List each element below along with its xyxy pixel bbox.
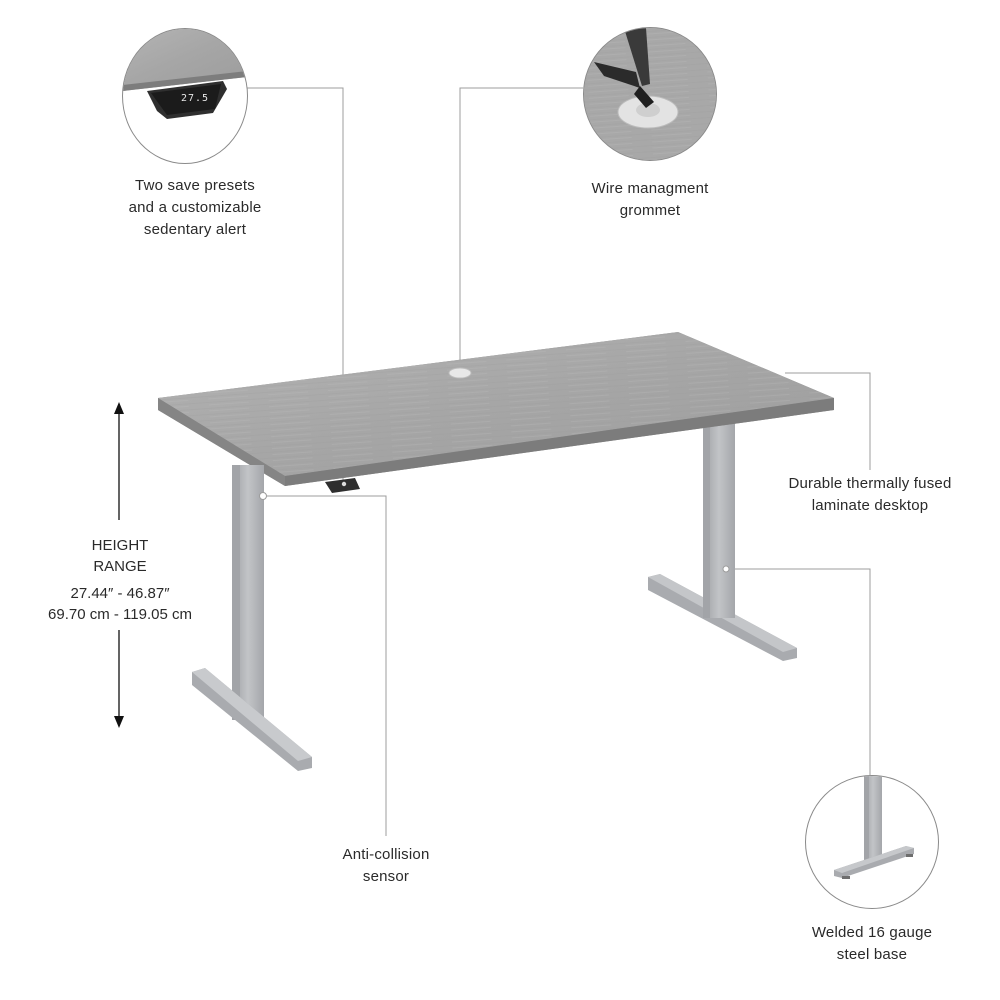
presets-label: Two save presets and a customizable sede… xyxy=(128,177,262,238)
desktop xyxy=(158,332,834,493)
right-leg xyxy=(648,418,797,661)
leader-lines xyxy=(246,87,871,836)
preset-display-readout: 27.5 xyxy=(181,93,210,104)
sensor-label: Anti-collision sensor xyxy=(342,846,430,885)
leader-base xyxy=(728,568,871,775)
presets-callout-image: 27.5 xyxy=(122,28,248,164)
laminate-label: Durable thermally fused laminate desktop xyxy=(788,475,952,514)
grommet-label: Wire managment grommet xyxy=(591,180,709,219)
height-range-title: HEIGHT RANGE xyxy=(91,537,149,575)
height-range-cm: 69.70 cm - 119.05 cm xyxy=(48,606,192,623)
height-range-arrow xyxy=(114,402,124,728)
height-range-inches: 27.44″ - 46.87″ xyxy=(70,585,170,602)
base-callout-image xyxy=(805,775,939,909)
leader-presets xyxy=(246,87,344,483)
leader-grommet xyxy=(459,87,583,370)
grommet-callout-image xyxy=(583,27,717,161)
height-range-values: 27.44″ - 46.87″ 69.70 cm - 119.05 cm xyxy=(20,583,220,625)
leader-sensor xyxy=(266,495,387,836)
leader-laminate xyxy=(785,372,871,470)
base-label: Welded 16 gauge steel base xyxy=(811,924,933,963)
grommet-hole xyxy=(448,367,472,379)
left-leg xyxy=(192,465,730,771)
